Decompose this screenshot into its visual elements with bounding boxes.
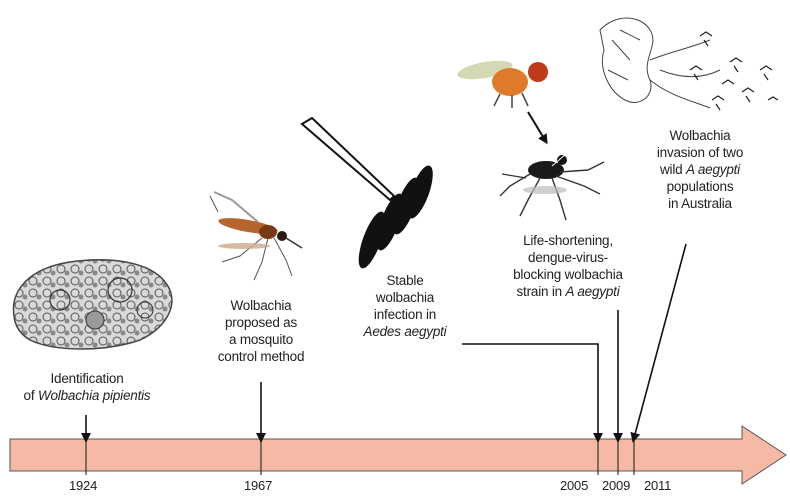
aedes-mosquito-icon [500,154,604,220]
ovary-cells-icon [13,260,171,349]
fly-to-mosquito-arrow [528,112,545,140]
event-label-2005: Stable wolbachia infection in Aedes aegy… [350,272,460,340]
year-2011: 2011 [644,478,671,493]
event-2009-line4-prefix: strain in [516,284,565,299]
event-1924-line2-prefix: of [24,388,38,403]
event-label-1967: Wolbachia proposed as a mosquito control… [198,297,324,365]
event-2011-line1: Wolbachia [640,127,760,144]
mosquito-icon [210,192,302,280]
event-label-2011: Wolbachia invasion of two wild A aegypti… [640,127,760,212]
event-1967-line2: proposed as [198,314,324,331]
event-label-1924: Identification of Wolbachia pipientis [22,370,152,404]
event-2005-species: Aedes aegypti [364,324,447,339]
timeline-arrow [10,426,786,484]
event-2005-line3: infection in [350,306,460,323]
year-2009: 2009 [602,478,630,493]
year-2005: 2005 [560,478,588,493]
event-1924-species: Wolbachia pipientis [38,388,151,403]
year-1967: 1967 [244,478,272,493]
microinjection-needle-icon [302,118,394,200]
event-label-2009: Life-shortening, dengue-virus- blocking … [498,232,638,300]
pointer-2011 [634,244,686,438]
event-2011-line2: invasion of two [640,144,760,161]
year-1924: 1924 [69,478,97,493]
event-1967-line1: Wolbachia [198,297,324,314]
event-1967-line4: control method [198,348,324,365]
pointer-2005 [462,344,598,438]
mosquitoes-swarm-icon [600,18,778,110]
event-2011-line4: populations [640,178,760,195]
event-2009-line1: Life-shortening, [498,232,638,249]
event-2009-line3: blocking wolbachia [498,266,638,283]
event-2011-species: A aegypti [686,162,740,177]
fruit-fly-icon [456,57,548,108]
event-2005-line1: Stable [350,272,460,289]
event-2009-line2: dengue-virus- [498,249,638,266]
event-2011-line5: in Australia [640,195,760,212]
event-2005-line2: wolbachia [350,289,460,306]
event-2009-species: A aegypti [566,284,620,299]
event-1924-line1: Identification [22,370,152,387]
event-1967-line3: a mosquito [198,331,324,348]
event-2011-line3-prefix: wild [660,162,686,177]
